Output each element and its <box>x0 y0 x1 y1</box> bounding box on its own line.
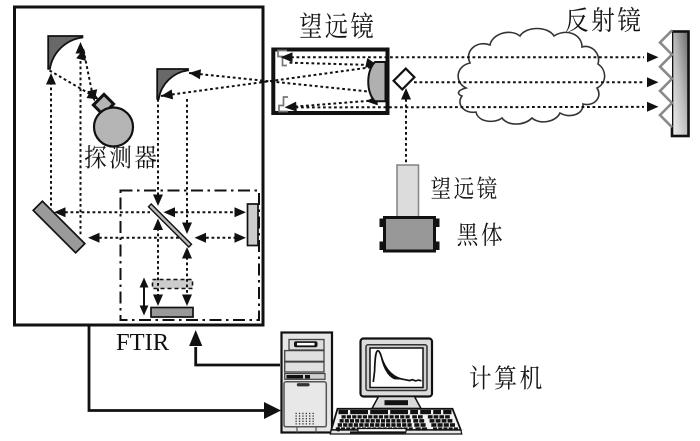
svg-text:FTIR: FTIR <box>116 329 170 356</box>
